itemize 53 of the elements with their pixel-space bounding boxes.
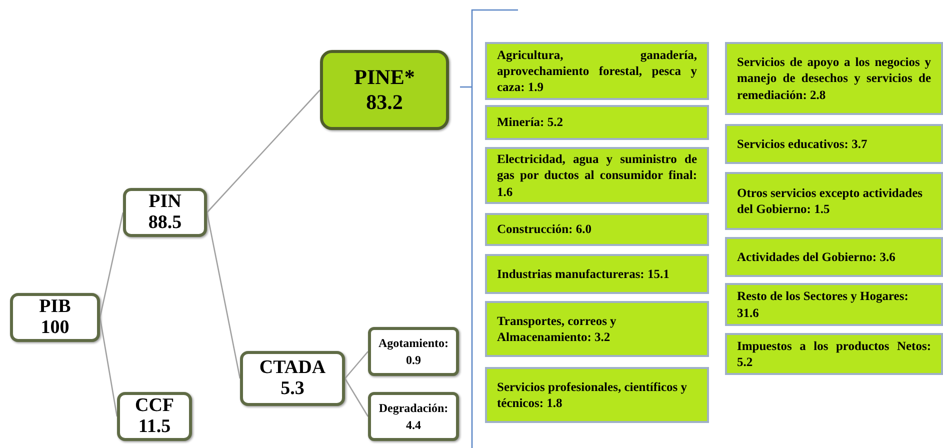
sector-box bbox=[725, 333, 943, 375]
node-box bbox=[123, 188, 207, 237]
node-box bbox=[240, 351, 345, 406]
sector-box bbox=[485, 213, 709, 246]
connector-line bbox=[99, 317, 118, 417]
sector-text: Agricultura, ganadería, aprovechamiento forestal, pesca y caza: 1.9 bbox=[497, 46, 697, 96]
node-value: 4.4 bbox=[406, 416, 421, 434]
sector-box bbox=[485, 147, 709, 204]
connector-line bbox=[206, 90, 320, 213]
node-box bbox=[368, 392, 459, 441]
sector-text: Resto de los Sectores y Hogares: 31.6 bbox=[737, 288, 910, 321]
connector-line bbox=[99, 212, 124, 318]
node-box bbox=[10, 293, 100, 342]
connector-line bbox=[344, 351, 368, 379]
node-value: 83.2 bbox=[366, 90, 403, 116]
sector-box bbox=[725, 42, 943, 115]
sector-text: Impuestos a los productos Netos: 5.2 bbox=[737, 338, 931, 370]
highlighted-box bbox=[320, 50, 449, 130]
node-value: 0.9 bbox=[406, 352, 421, 368]
sector-text: Electricidad, agua y suministro de gas por ductos al consumidor final: 1.6 bbox=[497, 151, 697, 200]
sector-box bbox=[725, 172, 943, 230]
sector-text: Servicios de apoyo a los negocios y manejo de desechos y servicios de remediación: 2.8 bbox=[737, 54, 931, 103]
node-value: 11.5 bbox=[138, 416, 171, 438]
sector-box bbox=[485, 42, 709, 100]
sector-text: Actividades del Gobierno: 3.6 bbox=[737, 248, 896, 266]
node-title: CTADA bbox=[259, 358, 326, 378]
sector-box bbox=[725, 237, 943, 277]
node-value: 88.5 bbox=[148, 212, 182, 234]
node-title: PINE* bbox=[354, 64, 415, 90]
sector-text: Construcción: 6.0 bbox=[497, 221, 592, 238]
sector-box bbox=[485, 367, 709, 423]
sector-text: Servicios educativos: 3.7 bbox=[737, 136, 868, 152]
node-title: Agotamiento: bbox=[378, 334, 448, 352]
node-title: PIB bbox=[39, 296, 71, 318]
sector-box bbox=[725, 283, 943, 326]
node-value: 100 bbox=[40, 318, 70, 338]
node-box bbox=[117, 392, 192, 441]
sector-box bbox=[485, 301, 709, 357]
node-title: Degradación: bbox=[378, 400, 448, 416]
sector-text: Servicios profesionales, científicos y técnicos: 1.8 bbox=[497, 378, 688, 412]
connector-line bbox=[344, 378, 369, 417]
node-box bbox=[368, 327, 459, 376]
node-title: CCF bbox=[134, 396, 174, 416]
node-value: 5.3 bbox=[280, 378, 304, 400]
node-title: PIN bbox=[148, 192, 182, 212]
sector-text: Industrias manufactureras: 15.1 bbox=[497, 266, 670, 282]
sector-text: Minería: 5.2 bbox=[497, 114, 564, 131]
connector-line bbox=[206, 212, 241, 379]
sector-text: Transportes, correos y Almacenamiento: 3.2 bbox=[497, 312, 618, 346]
sector-text: Otros servicios excepto actividades del Gobierno: 1.5 bbox=[737, 184, 924, 218]
sector-box bbox=[485, 254, 709, 294]
sector-box bbox=[485, 105, 709, 140]
sector-box bbox=[725, 124, 943, 164]
